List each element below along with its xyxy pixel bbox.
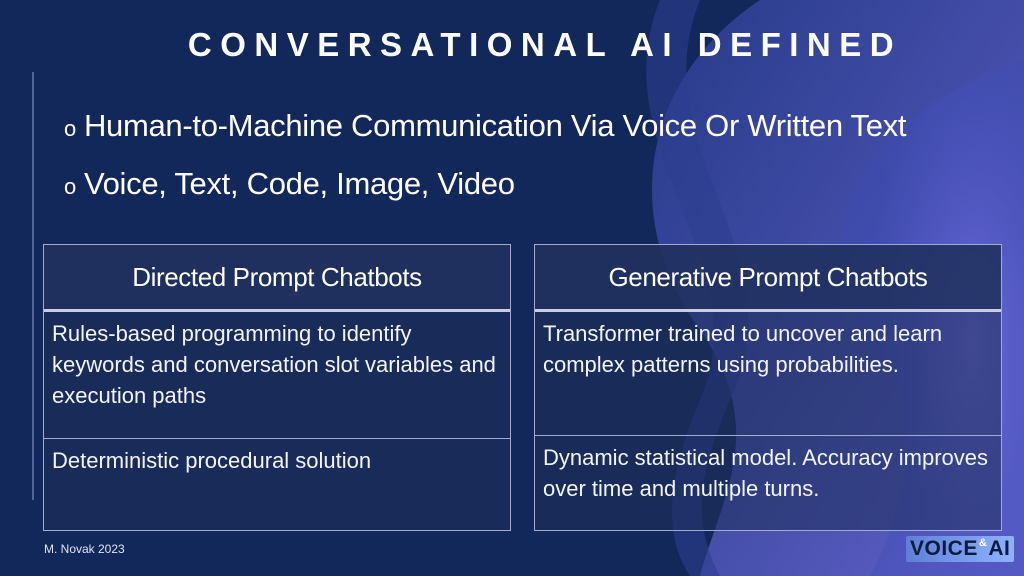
bullet-item: o Voice, Text, Code, Image, Video — [64, 166, 906, 224]
column-cell: Rules-based programming to identify keyw… — [44, 312, 510, 439]
directed-prompt-column: Directed Prompt Chatbots Rules-based pro… — [43, 244, 511, 531]
logo-text: AI — [988, 537, 1011, 560]
bullet-marker: o — [64, 116, 76, 141]
column-cell: Dynamic statistical model. Accuracy impr… — [543, 445, 989, 501]
voice-ai-logo: VOICE&AI — [906, 536, 1014, 562]
logo-amp: & — [978, 537, 988, 549]
column-cell: Deterministic procedural solution — [52, 448, 372, 473]
column-heading: Generative Prompt Chatbots — [535, 245, 1001, 312]
logo-text: VOICE — [910, 537, 978, 560]
bullet-text: Voice, Text, Code, Image, Video — [83, 166, 515, 201]
bullet-list: o Human-to-Machine Communication Via Voi… — [64, 108, 907, 224]
accent-vertical-line — [32, 72, 34, 500]
bullet-text: Human-to-Machine Communication Via Voice… — [83, 108, 907, 143]
footer-credit: M. Novak 2023 — [44, 542, 125, 556]
bullet-item: o Human-to-Machine Communication Via Voi… — [64, 108, 907, 166]
slide-title: CONVERSATIONAL AI DEFINED — [187, 26, 903, 63]
generative-prompt-column: Generative Prompt Chatbots Transformer t… — [534, 244, 1002, 531]
column-cell: Transformer trained to uncover and learn… — [535, 312, 1001, 436]
column-heading: Directed Prompt Chatbots — [44, 245, 510, 312]
bullet-marker: o — [64, 174, 76, 199]
